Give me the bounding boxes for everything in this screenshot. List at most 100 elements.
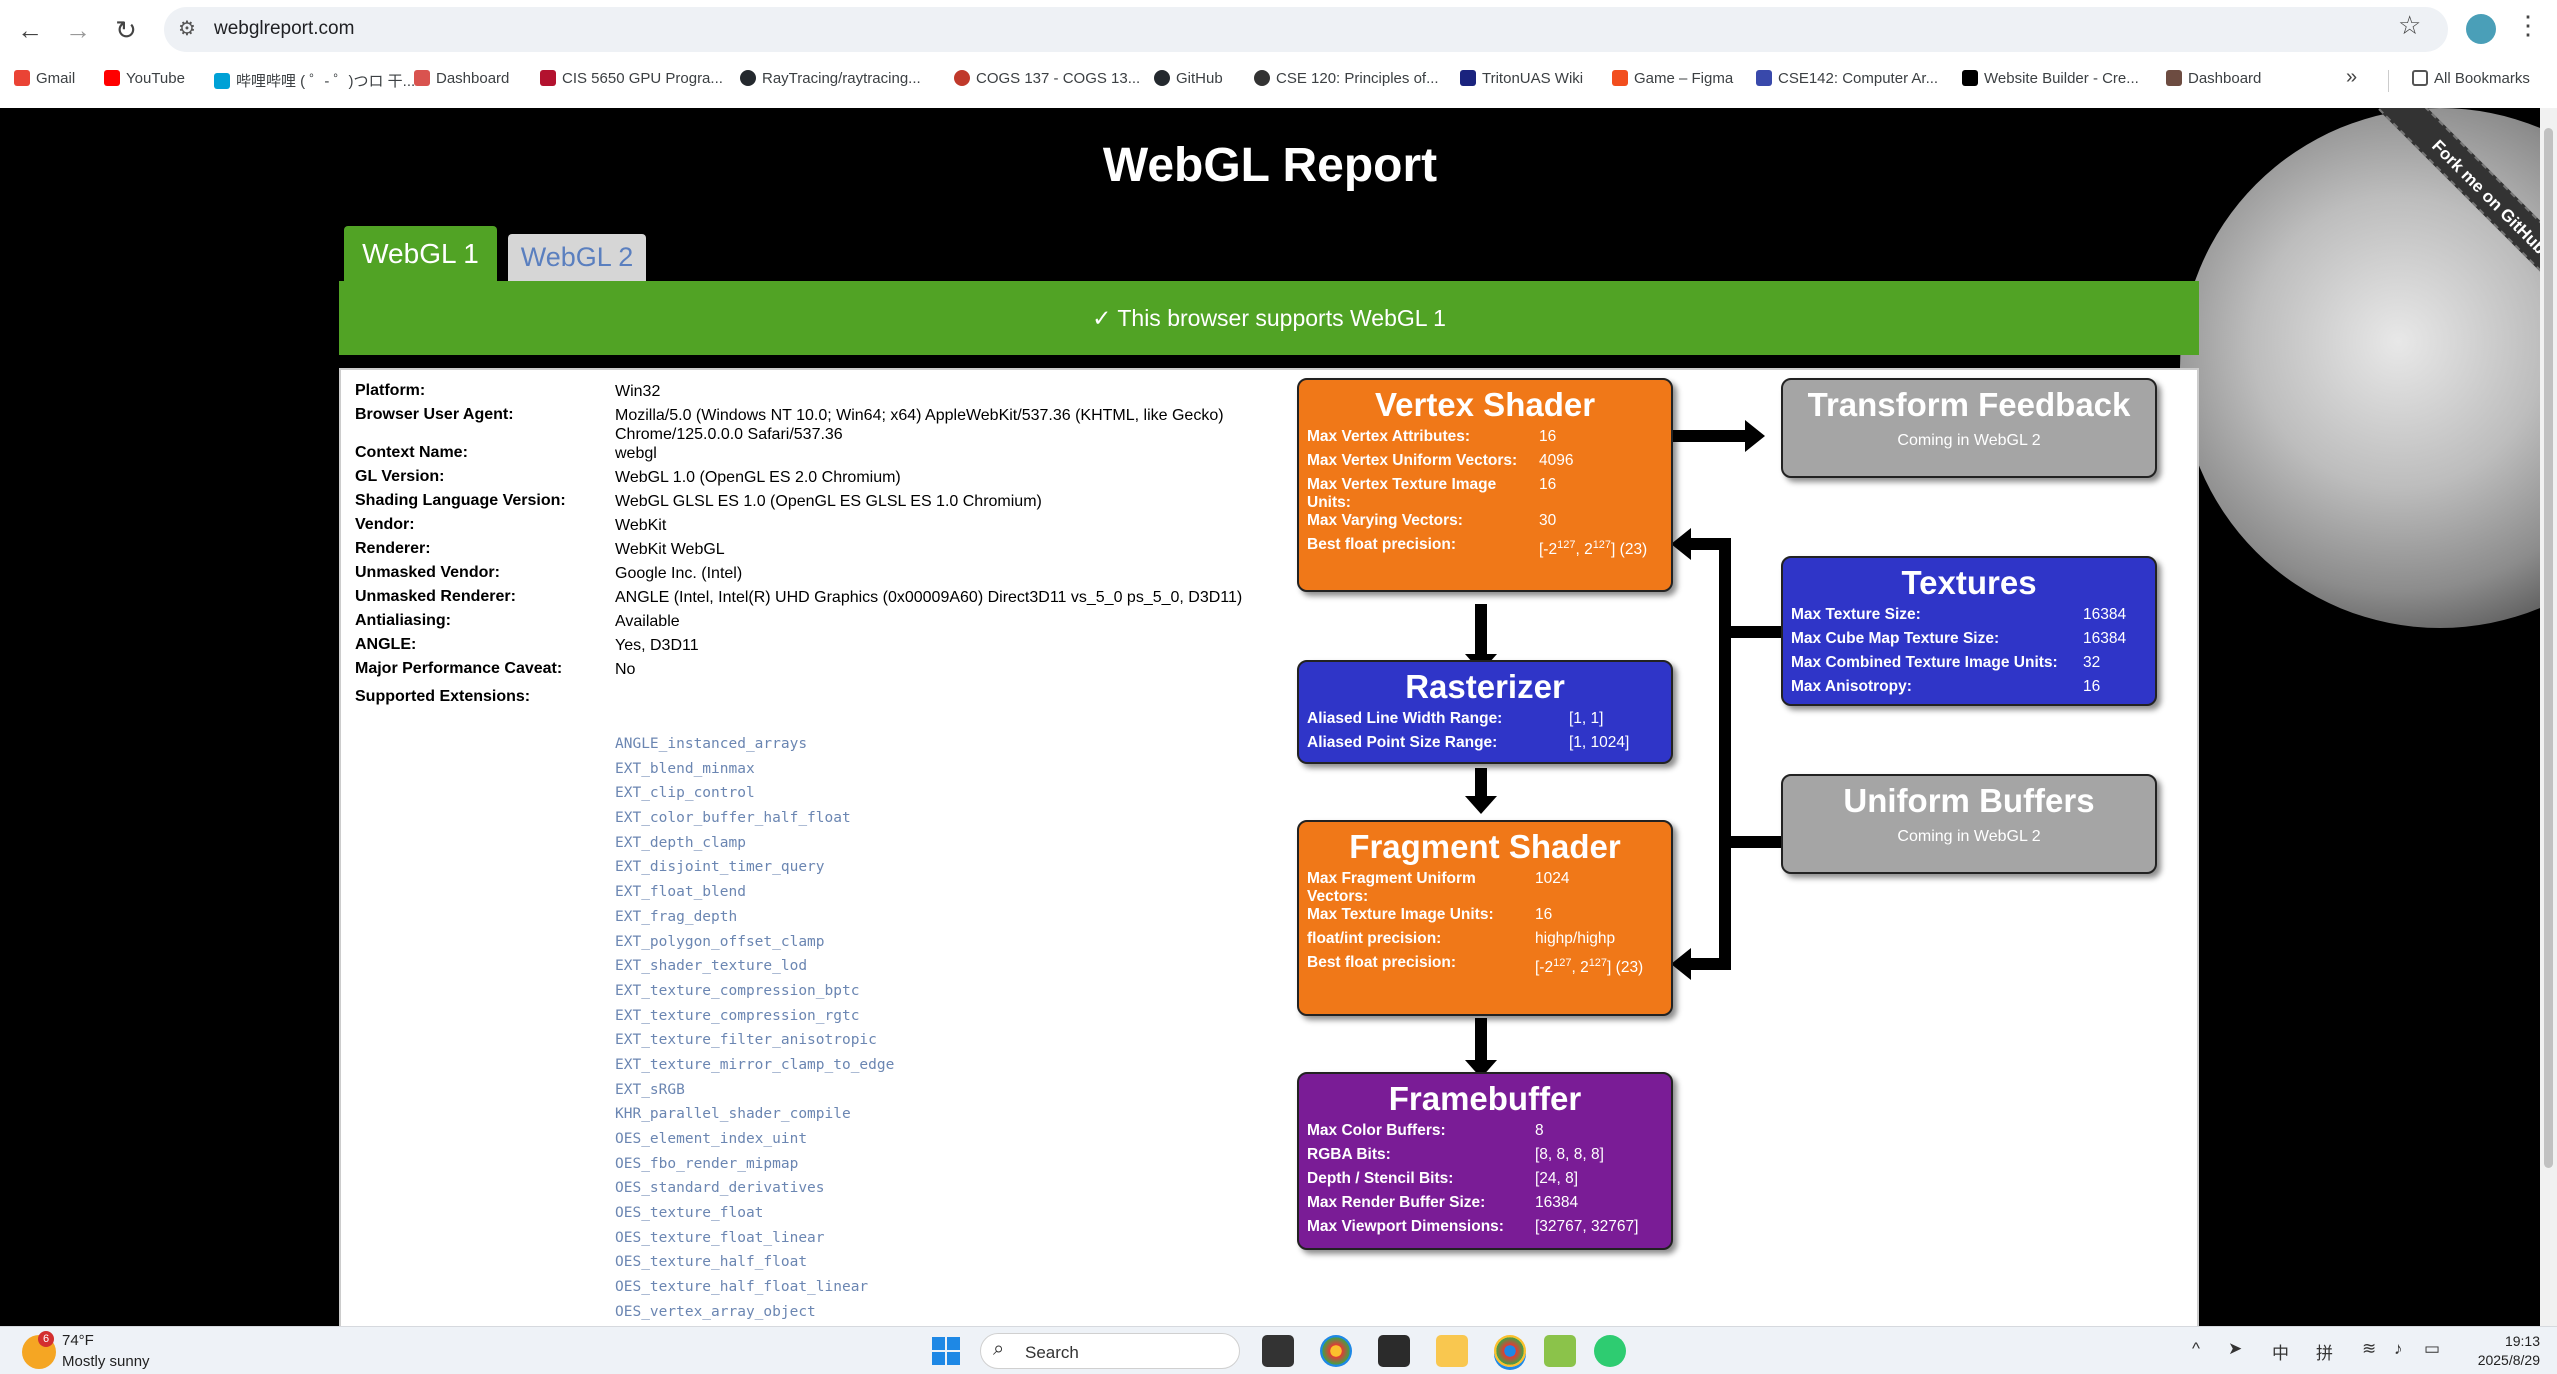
ime-mode[interactable]: 中 xyxy=(2272,1344,2289,1363)
bookmark-favicon-icon xyxy=(414,70,430,86)
bookmark-item[interactable]: CIS 5650 GPU Progra... xyxy=(540,70,723,87)
github-icon xyxy=(1154,70,1170,86)
bookmark-item[interactable]: TritonUAS Wiki xyxy=(1460,70,1583,87)
extension-link[interactable]: EXT_sRGB xyxy=(615,1081,685,1098)
all-bookmarks[interactable]: All Bookmarks xyxy=(2412,70,2530,87)
task-view-icon[interactable] xyxy=(1262,1335,1294,1367)
extension-link[interactable]: KHR_parallel_shader_compile xyxy=(615,1106,851,1123)
taskbar-search[interactable]: ⌕ Search xyxy=(980,1333,1240,1369)
weather-condition[interactable]: Mostly sunny xyxy=(62,1353,150,1370)
extension-link[interactable]: EXT_float_blend xyxy=(615,884,746,901)
site-info-icon[interactable]: ⚙ xyxy=(178,18,196,40)
bookmark-item[interactable]: Gmail xyxy=(14,70,75,87)
terminal-icon[interactable] xyxy=(1378,1335,1410,1367)
arrowhead-vertex xyxy=(1671,528,1691,560)
back-icon[interactable]: ← xyxy=(17,15,43,45)
bookmark-label: Gmail xyxy=(36,70,76,87)
extension-link[interactable]: OES_texture_float xyxy=(615,1205,764,1222)
bookmark-item[interactable]: Game – Figma xyxy=(1612,70,1733,87)
transform-feedback-note: Coming in WebGL 2 xyxy=(1897,432,2041,449)
info-key: Major Performance Caveat: xyxy=(355,660,563,677)
app-cube-icon[interactable] xyxy=(1544,1335,1576,1367)
reload-icon[interactable]: ↻ xyxy=(115,15,137,45)
extension-link[interactable]: EXT_texture_filter_anisotropic xyxy=(615,1032,877,1049)
extension-link[interactable]: EXT_texture_compression_bptc xyxy=(615,982,860,999)
info-row: Vendor:WebKit xyxy=(355,516,1315,540)
forward-icon[interactable]: → xyxy=(65,15,91,45)
bookmark-item[interactable]: RayTracing/raytracing... xyxy=(740,70,921,87)
bookmark-item[interactable]: CSE142: Computer Ar... xyxy=(1756,70,1938,87)
file-explorer-icon[interactable] xyxy=(1436,1335,1468,1367)
info-row: GL Version:WebGL 1.0 (OpenGL ES 2.0 Chro… xyxy=(355,468,1315,492)
send-icon[interactable]: ➤ xyxy=(2228,1339,2243,1358)
scrollbar-thumb[interactable] xyxy=(2544,128,2553,1168)
bus-to-vertex xyxy=(1685,538,1731,550)
extension-link[interactable]: OES_texture_half_float_linear xyxy=(615,1279,869,1296)
bookmark-item[interactable]: 哔哩哔哩 ( ゜- ゜)つロ 干... xyxy=(214,70,415,91)
spec-row: float/int precision:highp/highp xyxy=(1299,930,1671,954)
profile-avatar[interactable] xyxy=(2466,14,2496,44)
ime-input[interactable]: 拼 xyxy=(2316,1344,2333,1363)
menu-kebab-icon[interactable]: ⋮ xyxy=(2515,10,2541,40)
bookmark-label: YouTube xyxy=(126,70,185,87)
bookmark-item[interactable]: CSE 120: Principles of... xyxy=(1254,70,1439,87)
spec-value: [1, 1024] xyxy=(1569,734,1630,751)
spec-row: Depth / Stencil Bits:[24, 8] xyxy=(1299,1170,1671,1194)
extension-link[interactable]: EXT_depth_clamp xyxy=(615,834,746,851)
tab-webgl2[interactable]: WebGL 2 xyxy=(508,234,646,281)
chrome-active-icon[interactable] xyxy=(1494,1335,1526,1367)
extension-link[interactable]: OES_standard_derivatives xyxy=(615,1180,825,1197)
extension-link[interactable]: EXT_color_buffer_half_float xyxy=(615,810,851,827)
battery-icon[interactable]: ▭ xyxy=(2424,1339,2441,1358)
bookmark-item[interactable]: Dashboard xyxy=(414,70,509,87)
info-row: Context Name:webgl xyxy=(355,444,1315,468)
system-clock[interactable]: 19:13 2025/8/29 xyxy=(2460,1332,2540,1370)
extension-link[interactable]: EXT_shader_texture_lod xyxy=(615,958,808,975)
spec-row: Max Render Buffer Size:16384 xyxy=(1299,1194,1671,1218)
extension-link[interactable]: EXT_frag_depth xyxy=(615,908,738,925)
bookmark-star-icon[interactable]: ☆ xyxy=(2398,10,2422,40)
extension-link[interactable]: EXT_polygon_offset_clamp xyxy=(615,933,825,950)
extension-link[interactable]: OES_texture_half_float xyxy=(615,1254,808,1271)
bookmark-item[interactable]: COGS 137 - COGS 13... xyxy=(954,70,1140,87)
extension-link[interactable]: EXT_texture_mirror_clamp_to_edge xyxy=(615,1056,895,1073)
bookmark-label: CSE142: Computer Ar... xyxy=(1778,70,1939,87)
tray-chevron-icon[interactable]: ^ xyxy=(2192,1339,2200,1358)
extension-link[interactable]: EXT_texture_compression_rgtc xyxy=(615,1007,860,1024)
chrome-icon[interactable] xyxy=(1320,1335,1352,1367)
bookmark-item[interactable]: YouTube xyxy=(104,70,185,87)
spec-key: Max Fragment Uniform Vectors: xyxy=(1307,870,1476,905)
extension-link[interactable]: EXT_disjoint_timer_query xyxy=(615,859,825,876)
info-value: Available xyxy=(615,613,680,630)
extension-link[interactable]: EXT_clip_control xyxy=(615,785,755,802)
volume-icon[interactable]: ♪ xyxy=(2394,1339,2403,1358)
wechat-icon[interactable] xyxy=(1594,1335,1626,1367)
bookmark-item[interactable]: Website Builder - Cre... xyxy=(1962,70,2139,87)
extension-link[interactable]: EXT_blend_minmax xyxy=(615,760,755,777)
extension-link[interactable]: OES_element_index_uint xyxy=(615,1131,808,1147)
bookmark-label: GitHub xyxy=(1176,70,1223,87)
url-text[interactable]: webglreport.com xyxy=(214,18,355,39)
wifi-icon[interactable]: ≋ xyxy=(2362,1339,2377,1358)
spec-value: [32767, 32767] xyxy=(1535,1218,1639,1235)
bookmark-item[interactable]: Dashboard xyxy=(2166,70,2261,87)
extension-link[interactable]: OES_fbo_render_mipmap xyxy=(615,1155,799,1172)
search-label: Search xyxy=(1025,1343,1079,1362)
info-row: Antialiasing:Available xyxy=(355,612,1315,636)
bookmark-item[interactable]: GitHub xyxy=(1154,70,1223,87)
wix-icon xyxy=(1962,70,1978,86)
spec-key: float/int precision: xyxy=(1307,930,1442,947)
extension-link[interactable]: OES_vertex_array_object xyxy=(615,1303,816,1320)
extension-link[interactable]: ANGLE_instanced_arrays xyxy=(615,736,808,752)
spec-row: Max Vertex Attributes:16 xyxy=(1299,428,1671,452)
address-bar[interactable]: ⚙ webglreport.com xyxy=(164,7,2448,52)
start-icon[interactable] xyxy=(930,1335,962,1367)
spec-value: 4096 xyxy=(1539,452,1574,469)
extension-link[interactable]: OES_texture_float_linear xyxy=(615,1229,825,1246)
page-scrollbar[interactable] xyxy=(2540,108,2557,1326)
weather-temp[interactable]: 74°F xyxy=(62,1332,94,1349)
more-bookmarks-icon[interactable]: » xyxy=(2346,66,2358,88)
spec-row: Max Varying Vectors:30 xyxy=(1299,512,1671,536)
tab-webgl1[interactable]: WebGL 1 xyxy=(344,226,497,281)
search-icon: ⌕ xyxy=(993,1338,1005,1360)
